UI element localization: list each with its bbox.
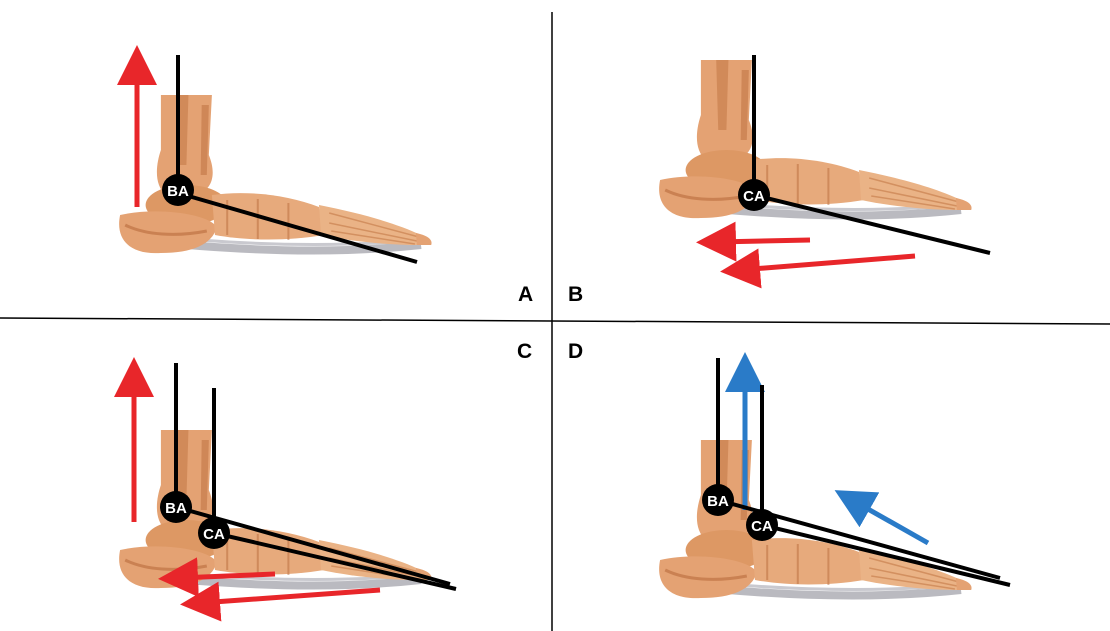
force-arrow-fascia-lower <box>740 256 915 270</box>
panel-letter-a: A <box>518 283 533 306</box>
joint-marker-ba: BA <box>162 174 194 206</box>
force-arrow-fascia-lower <box>200 590 380 603</box>
joint-marker-ca: CA <box>746 509 778 541</box>
panel-d: BA CA D <box>568 340 1010 598</box>
force-arrow-forefoot <box>852 500 928 543</box>
joint-marker-ca: CA <box>738 179 770 211</box>
joint-marker-ba: BA <box>702 484 734 516</box>
divider-horizontal <box>0 318 1110 324</box>
foot-illustration <box>119 95 431 253</box>
force-arrow-fascia-upper <box>716 240 810 242</box>
joint-label-ca: CA <box>203 526 225 543</box>
joint-marker-ba: BA <box>160 491 192 523</box>
panel-letter-b: B <box>568 283 583 306</box>
joint-label-ba: BA <box>707 493 729 510</box>
joint-label-ca: CA <box>751 518 773 535</box>
panel-b: CA B <box>568 55 990 306</box>
foot-illustration <box>659 440 971 598</box>
panel-letter-c: C <box>517 340 532 363</box>
panel-letter-d: D <box>568 340 583 363</box>
joint-marker-ca: CA <box>198 517 230 549</box>
joint-label-ba: BA <box>165 500 187 517</box>
panel-a: BA A <box>119 55 533 306</box>
joint-label-ca: CA <box>743 188 765 205</box>
joint-label-ba: BA <box>167 183 189 200</box>
panel-c: BA CA C <box>119 340 532 603</box>
foot-illustration <box>659 60 971 218</box>
